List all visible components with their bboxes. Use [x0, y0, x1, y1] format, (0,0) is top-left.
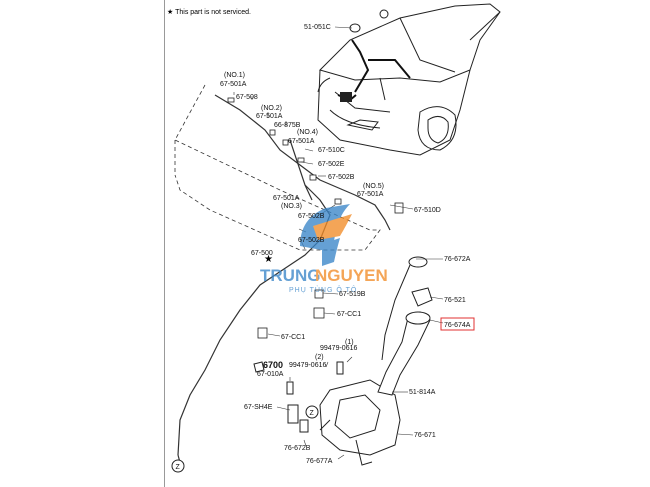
- highlight-box-76-674a: [440, 317, 475, 331]
- label-67-sh4e: 67-SH4E: [244, 404, 273, 411]
- watermark-logo-icon: [300, 204, 352, 266]
- car-illustration: [317, 3, 501, 156]
- label-no2: (NO.2): [261, 105, 282, 112]
- label-67-502b-1: 67-502B: [328, 174, 355, 181]
- label-67-500: 67-500: [251, 250, 273, 257]
- label-n1: (1): [345, 339, 354, 346]
- label-99479-0616-2: 99479-0616: [289, 362, 326, 369]
- label-67-510c: 67-510C: [318, 147, 345, 154]
- filler-neck: [377, 311, 431, 396]
- filler-cap: [381, 256, 428, 361]
- label-76-677a: 76-677A: [306, 458, 333, 465]
- z-marker-end-icon: [171, 459, 185, 473]
- not-serviced-star-icon: ★: [264, 254, 273, 265]
- label-67-cc1-1: 67-CC1: [337, 311, 361, 318]
- label-99479-0616-1: 99479-0616: [320, 345, 357, 352]
- z-marker-pump-icon: [305, 405, 319, 419]
- connectors: [227, 97, 404, 339]
- label-51-051c: 51-051C: [304, 24, 331, 31]
- label-51-814a: 51-814A: [409, 389, 436, 396]
- bolts: [253, 361, 344, 395]
- label-67-508: 67-508: [236, 94, 258, 101]
- label-67-010a: 67-010A: [257, 371, 284, 378]
- diagram-frame: [164, 0, 650, 487]
- label-n2: (2): [315, 354, 324, 361]
- label-no1: (NO.1): [224, 72, 245, 79]
- label-67-519b: 67-519B: [339, 291, 366, 298]
- routing-outline: [174, 84, 381, 251]
- watermark-brand-b: NGUYEN: [315, 266, 388, 285]
- watermark: TRUNG NGUYEN PHỤ TÙNG Ô TÔ: [260, 204, 388, 294]
- label-66-875b: 66-875B: [274, 122, 301, 129]
- bracket: [411, 287, 433, 307]
- label-no5: (NO.5): [363, 183, 384, 190]
- label-76-672b: 76-672B: [284, 445, 311, 452]
- label-67-501a-5: 67-501A: [357, 191, 384, 198]
- label-67-501a-1: 67-501A: [220, 81, 247, 88]
- pump: [287, 404, 373, 466]
- label-6700: 6700: [263, 360, 283, 370]
- label-76-674a: 76-674A: [444, 322, 471, 329]
- z-marker-pump: Z: [310, 410, 315, 417]
- z-marker-end: Z: [176, 464, 181, 471]
- not-serviced-note: ★ This part is not serviced.: [167, 9, 251, 16]
- label-67-501a-4: 67-501A: [288, 138, 315, 145]
- label-67-501a-2: 67-501A: [256, 113, 283, 120]
- label-67-502e: 67-502E: [318, 161, 345, 168]
- label-67-502b-3: 67-502B: [298, 237, 325, 244]
- label-76-672a: 76-672A: [444, 256, 471, 263]
- watermark-brand-a: TRUNG: [260, 266, 320, 285]
- label-67-510d: 67-510D: [414, 207, 441, 214]
- watermark-tagline: PHỤ TÙNG Ô TÔ: [289, 285, 357, 294]
- label-67-cc1-2: 67-CC1: [281, 334, 305, 341]
- label-76-671: 76-671: [414, 432, 436, 439]
- label-no3: (NO.3): [281, 203, 302, 210]
- label-67-501a-3: 67-501A: [273, 195, 300, 202]
- label-76-521: 76-521: [444, 297, 466, 304]
- label-no4: (NO.4): [297, 129, 318, 136]
- hood-hoses: [337, 39, 411, 102]
- part-labels: 51-051C (NO.1) 67-501A 67-508 (NO.2) 67-…: [220, 24, 475, 465]
- label-67-502b-2: 67-502B: [298, 213, 325, 220]
